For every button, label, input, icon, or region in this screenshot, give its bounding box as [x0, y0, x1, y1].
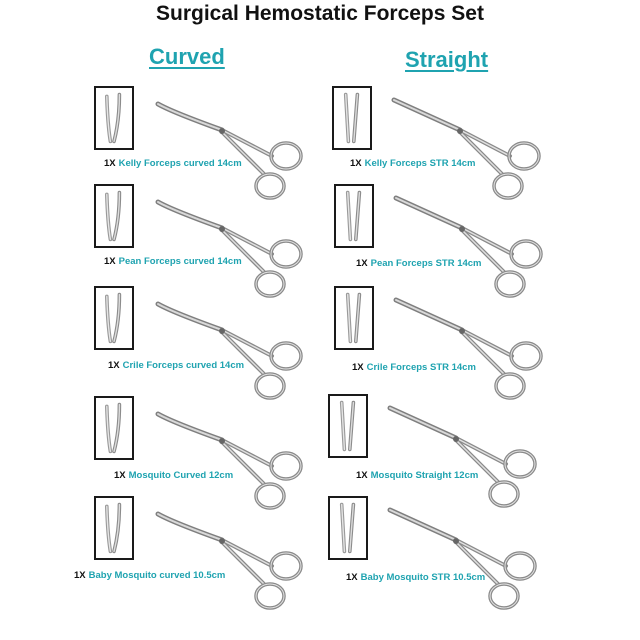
- curved-heading: Curved: [149, 44, 225, 69]
- hemostatic-forceps-icon: [392, 188, 572, 308]
- hemostatic-forceps-icon: [390, 90, 570, 210]
- hemostatic-forceps-icon: [152, 188, 332, 308]
- forceps-tip-closeup-icon: [328, 496, 368, 560]
- forceps-tip-closeup-icon: [334, 184, 374, 248]
- forceps-tip-closeup-icon: [328, 394, 368, 458]
- hemostatic-forceps-icon: [386, 500, 566, 620]
- forceps-tip-closeup-icon: [94, 396, 134, 460]
- hemostatic-forceps-icon: [392, 290, 572, 410]
- hemostatic-forceps-icon: [152, 400, 332, 520]
- forceps-tip-closeup-icon: [334, 286, 374, 350]
- forceps-tip-closeup-icon: [94, 286, 134, 350]
- page-title: Surgical Hemostatic Forceps Set: [156, 2, 484, 25]
- hemostatic-forceps-icon: [152, 290, 332, 410]
- forceps-tip-closeup-icon: [94, 184, 134, 248]
- hemostatic-forceps-icon: [152, 90, 332, 210]
- forceps-tip-closeup-icon: [332, 86, 372, 150]
- hemostatic-forceps-icon: [386, 398, 566, 518]
- forceps-tip-closeup-icon: [94, 86, 134, 150]
- hemostatic-forceps-icon: [152, 500, 332, 620]
- straight-heading: Straight: [405, 47, 489, 72]
- forceps-tip-closeup-icon: [94, 496, 134, 560]
